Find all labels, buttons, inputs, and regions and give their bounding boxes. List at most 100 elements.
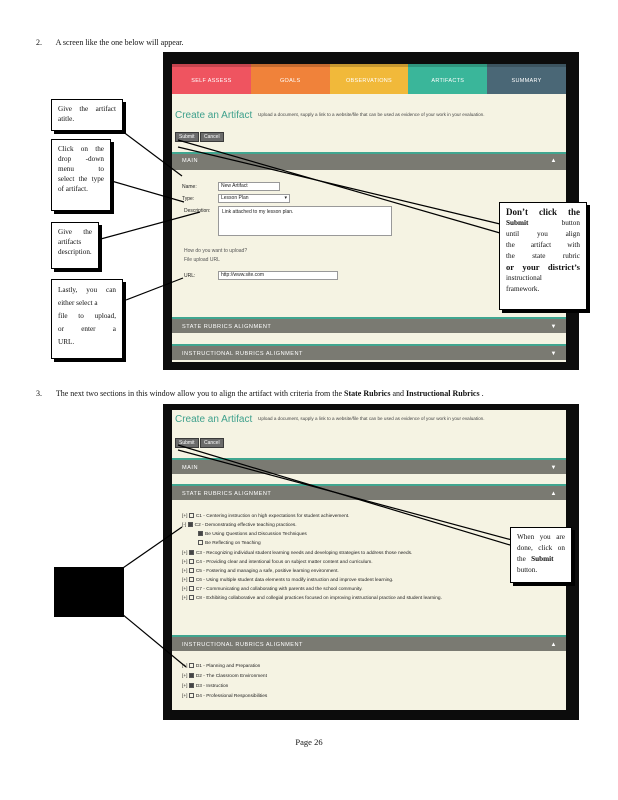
expand-toggle[interactable]: [+] bbox=[182, 559, 188, 565]
rubric-text: C8 - Exhibiting collaborative and colleg… bbox=[195, 595, 442, 601]
expand-toggle[interactable]: [+] bbox=[182, 577, 188, 583]
checkbox[interactable] bbox=[188, 559, 194, 564]
callout-line: framework. bbox=[506, 285, 540, 293]
step-3-bold-a: State Rubrics bbox=[344, 389, 391, 398]
callout-line: or enter a bbox=[58, 325, 116, 333]
callout-line: the Submit bbox=[517, 554, 565, 565]
rubric-item[interactable]: [+] C8 - Exhibiting collaborative and co… bbox=[182, 595, 442, 601]
checkbox[interactable] bbox=[188, 586, 194, 591]
expand-toggle[interactable]: [+] bbox=[182, 568, 188, 574]
rubric-text: D3 - Instruction bbox=[195, 683, 229, 689]
rubric-text: C4 - Providing clear and intentional foc… bbox=[195, 559, 373, 565]
instructional-rubrics-header[interactable]: INSTRUCTIONAL RUBRICS ALIGNMENT ▲ bbox=[172, 635, 566, 651]
submit-button[interactable]: Submit bbox=[175, 438, 199, 448]
callout-line: the state rubric bbox=[506, 252, 580, 260]
step-2-text: A screen like the one below will appear. bbox=[55, 38, 184, 47]
checkbox[interactable] bbox=[188, 693, 194, 698]
callout-line: Submit button bbox=[506, 218, 580, 229]
collapse-icon: ▲ bbox=[550, 642, 557, 648]
rubric-item[interactable]: [+] C5 - Fostering and managing a safe, … bbox=[182, 568, 339, 574]
upload-question: How do you want to upload? bbox=[184, 248, 248, 254]
rubric-item[interactable]: [+] D2 - The Classroom Environment bbox=[182, 673, 267, 679]
checkbox[interactable] bbox=[188, 673, 194, 678]
cancel-button[interactable]: Cancel bbox=[200, 438, 224, 448]
state-rubrics-header[interactable]: STATE RUBRICS ALIGNMENT ▲ bbox=[172, 484, 566, 500]
step-3-text-a: The next two sections in this window all… bbox=[55, 389, 345, 398]
rubric-item[interactable]: [+] C3 - Recognizing individual student … bbox=[182, 550, 412, 556]
instructional-rubrics-header[interactable]: INSTRUCTIONAL RUBRICS ALIGNMENT ▼ bbox=[172, 344, 566, 360]
instructional-rubrics-label: INSTRUCTIONAL RUBRICS ALIGNMENT bbox=[182, 642, 303, 648]
tab-observations[interactable]: OBSERVATIONS bbox=[329, 64, 409, 94]
rubric-text: C7 - Communicating and collaborating wit… bbox=[195, 586, 363, 592]
main-section-label: MAIN bbox=[182, 465, 198, 471]
rubric-item[interactable]: [+] D4 - Professional Responsibilities bbox=[182, 693, 267, 699]
rubric-text: Be Using Questions and Discussion Techni… bbox=[205, 531, 307, 537]
main-section-header[interactable]: MAIN ▼ bbox=[172, 458, 566, 474]
the-word: the bbox=[517, 555, 526, 563]
rubric-item[interactable]: [+] C1 - Centering instruction on high e… bbox=[182, 513, 349, 519]
rubric-item[interactable]: [-] C2 - Demonstrating effective teachin… bbox=[182, 522, 297, 528]
step-3-number: 3. bbox=[36, 389, 42, 398]
callout-line: or your district’s bbox=[506, 262, 580, 272]
rubric-subitem[interactable]: Be Reflecting on Teaching bbox=[198, 540, 261, 546]
expand-toggle[interactable]: [+] bbox=[182, 683, 188, 689]
rubric-text: D1 - Planning and Preparation bbox=[195, 663, 261, 669]
state-rubrics-header[interactable]: STATE RUBRICS ALIGNMENT ▼ bbox=[172, 317, 566, 333]
rubric-item[interactable]: [+] C7 - Communicating and collaborating… bbox=[182, 586, 363, 592]
collapse-toggle[interactable]: [-] bbox=[182, 522, 187, 528]
callout-line: Give the bbox=[58, 228, 92, 236]
tab-artifacts[interactable]: ARTIFACTS bbox=[408, 64, 488, 94]
expand-toggle[interactable]: [+] bbox=[182, 673, 188, 679]
redacted-box bbox=[54, 567, 124, 617]
checkbox[interactable] bbox=[188, 577, 194, 582]
rubric-item[interactable]: [+] D3 - Instruction bbox=[182, 683, 228, 689]
rubric-subitem[interactable]: Be Using Questions and Discussion Techni… bbox=[198, 531, 307, 537]
checkbox[interactable] bbox=[198, 531, 203, 536]
expand-toggle[interactable]: [+] bbox=[182, 586, 188, 592]
rubric-text: D4 - Professional Responsibilities bbox=[195, 693, 268, 699]
expand-toggle[interactable]: [+] bbox=[182, 513, 188, 519]
checkbox[interactable] bbox=[188, 513, 194, 518]
expand-toggle[interactable]: [+] bbox=[182, 663, 188, 669]
upload-option-radios[interactable]: File upload URL bbox=[184, 257, 220, 263]
name-input[interactable]: New Artifact bbox=[218, 182, 280, 191]
submit-button[interactable]: Submit bbox=[175, 132, 199, 142]
main-section-label: MAIN bbox=[182, 158, 198, 164]
callout-line: Don’t click the bbox=[506, 207, 580, 217]
checkbox[interactable] bbox=[188, 663, 194, 668]
expand-icon: ▼ bbox=[550, 324, 557, 330]
expand-toggle[interactable]: [+] bbox=[182, 550, 188, 556]
checkbox[interactable] bbox=[187, 522, 193, 527]
tab-summary[interactable]: SUMMARY bbox=[487, 64, 566, 94]
expand-toggle[interactable]: [+] bbox=[182, 693, 188, 699]
callout-upload-note: Lastly, you can either select a file to … bbox=[51, 279, 123, 359]
expand-toggle[interactable]: [+] bbox=[182, 595, 188, 601]
chevron-down-icon: ▾ bbox=[284, 195, 287, 201]
checkbox[interactable] bbox=[188, 550, 194, 555]
callout-dont-click-submit: Don’t click the Submit button until you … bbox=[499, 202, 587, 310]
url-input[interactable]: http://www.site.com bbox=[218, 271, 338, 280]
type-select-value: Lesson Plan bbox=[221, 195, 249, 201]
rubric-item[interactable]: [+] C6 - Using multiple student data ele… bbox=[182, 577, 393, 583]
callout-line: artifacts bbox=[58, 238, 82, 246]
rubric-item[interactable]: [+] D1 - Planning and Preparation bbox=[182, 663, 260, 669]
main-section-header[interactable]: MAIN ▲ bbox=[172, 152, 566, 170]
checkbox[interactable] bbox=[198, 540, 203, 545]
page-title: Create an Artifact bbox=[175, 414, 253, 425]
state-rubrics-label: STATE RUBRICS ALIGNMENT bbox=[182, 491, 272, 497]
tab-self-assess[interactable]: SELF ASSESS bbox=[172, 64, 251, 94]
type-select[interactable]: Lesson Plan ▾ bbox=[218, 194, 290, 203]
checkbox[interactable] bbox=[188, 595, 194, 600]
description-textarea[interactable]: Link attached to my lesson plan. bbox=[218, 206, 392, 236]
callout-line: menu to bbox=[58, 165, 104, 173]
description-label: Description: bbox=[184, 208, 211, 214]
type-label: Type: bbox=[182, 196, 195, 202]
callout-line: Lastly, you can bbox=[58, 286, 116, 294]
checkbox[interactable] bbox=[188, 568, 194, 573]
rubric-item[interactable]: [+] C4 - Providing clear and intentional… bbox=[182, 559, 373, 565]
callout-line: done, click on bbox=[517, 544, 565, 552]
cancel-button[interactable]: Cancel bbox=[200, 132, 224, 142]
submit-word: Submit bbox=[531, 555, 554, 563]
tab-goals[interactable]: GOALS bbox=[250, 64, 330, 94]
checkbox[interactable] bbox=[188, 683, 194, 688]
